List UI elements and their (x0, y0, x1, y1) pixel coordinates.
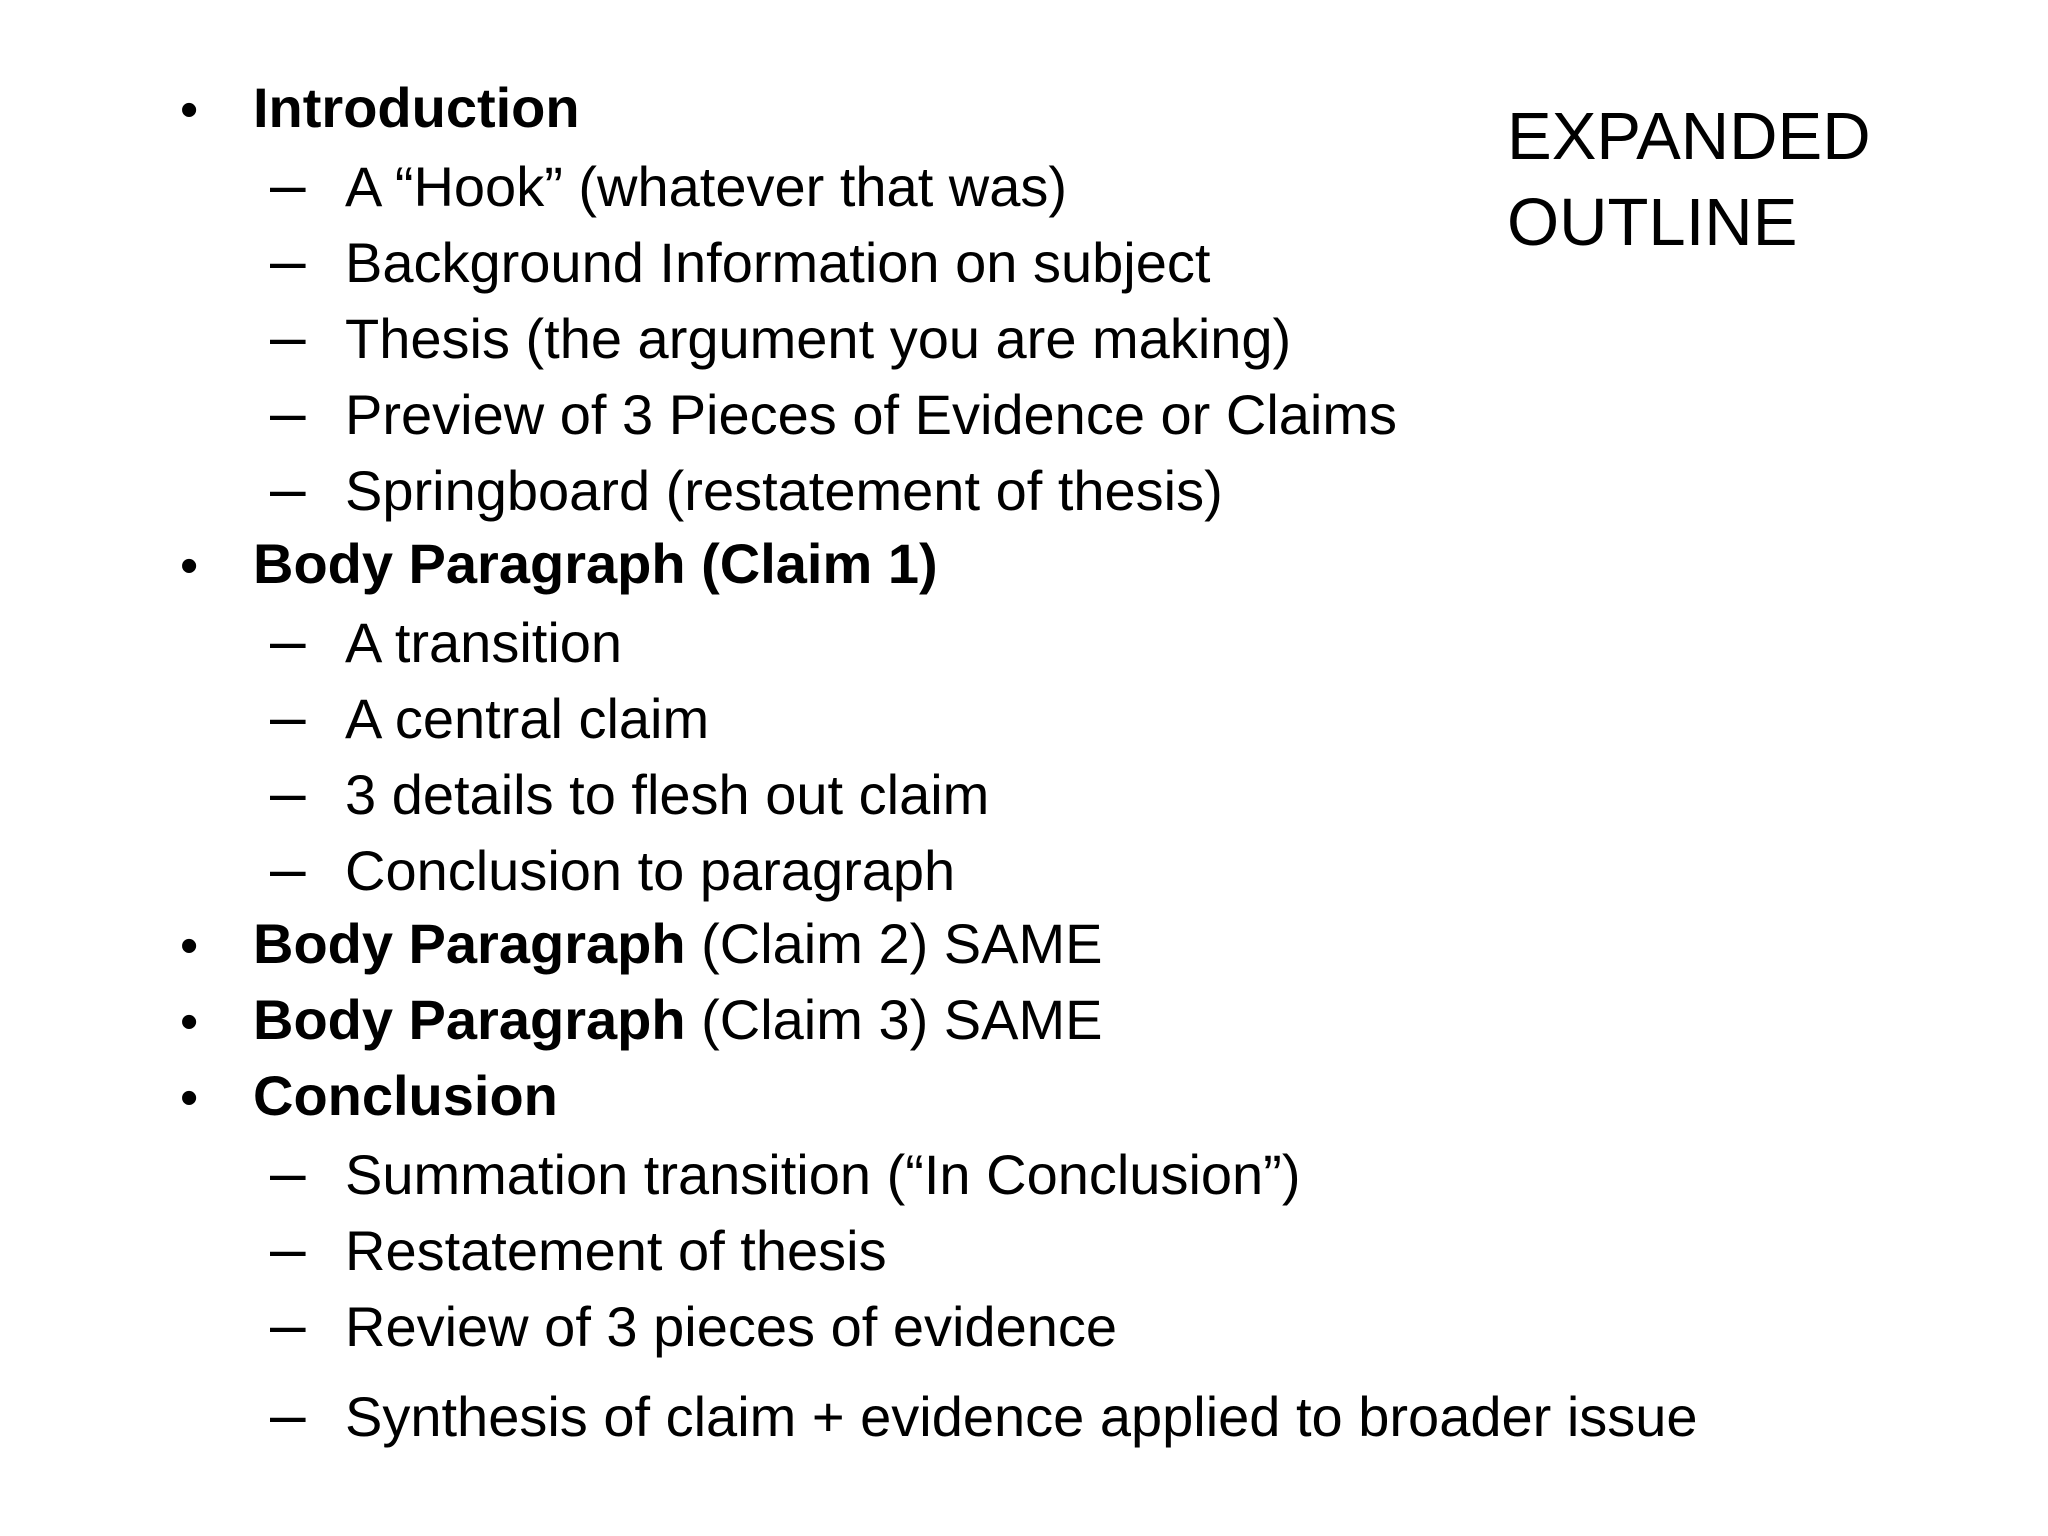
outline-subitem-text: Preview of 3 Pieces of Evidence or Claim… (345, 383, 1397, 446)
dash-icon: – (270, 604, 306, 676)
dash-icon: – (270, 1136, 306, 1208)
outline-subitem-3-details: –3 details to flesh out claim (0, 754, 2048, 830)
dash-icon: – (270, 148, 306, 220)
outline-item-text: Body Paragraph (Claim 2) SAME (253, 912, 1103, 975)
outline-subitem-text: A central claim (345, 687, 710, 750)
outline-subitem-text: A transition (345, 611, 623, 674)
bullet-icon: • (180, 993, 199, 1051)
bullet-icon: • (180, 917, 199, 975)
dash-icon: – (270, 756, 306, 828)
dash-icon: – (270, 1378, 306, 1450)
outline-subitem-review-evidence: –Review of 3 pieces of evidence (0, 1286, 2048, 1362)
outline-item-conclusion: • Conclusion (0, 1058, 2048, 1134)
dash-icon: – (270, 680, 306, 752)
dash-icon: – (270, 1212, 306, 1284)
outline-subitem-text: Restatement of thesis (345, 1219, 887, 1282)
dash-icon: – (270, 452, 306, 524)
outline-subitem-hook: –A “Hook” (whatever that was) (0, 146, 2048, 222)
bullet-icon: • (180, 537, 199, 595)
dash-icon: – (270, 376, 306, 448)
outline-item-introduction: • Introduction (0, 70, 2048, 146)
dash-icon: – (270, 1288, 306, 1360)
outline-subitem-text: Summation transition (“In Conclusion”) (345, 1143, 1301, 1206)
outline-subitem-conclusion-to-paragraph: –Conclusion to paragraph (0, 830, 2048, 906)
outline-item-text: Body Paragraph (Claim 3) SAME (253, 988, 1103, 1051)
outline-item-body-paragraph-2: • Body Paragraph (Claim 2) SAME (0, 906, 2048, 982)
outline-item-text: Introduction (253, 76, 580, 139)
outline-subitem-text: Synthesis of claim + evidence applied to… (345, 1385, 1698, 1448)
slide-title: EXPANDED OUTLINE (1507, 99, 1871, 260)
outline-subitem-text: Springboard (restatement of thesis) (345, 459, 1223, 522)
outline-subitem-text: Thesis (the argument you are making) (345, 307, 1292, 370)
outline-subitem-text: A “Hook” (whatever that was) (345, 155, 1068, 218)
dash-icon: – (270, 224, 306, 296)
outline-subitem-synthesis: –Synthesis of claim + evidence applied t… (0, 1376, 2048, 1452)
bullet-icon: • (180, 81, 199, 139)
outline-subitem-text: Review of 3 pieces of evidence (345, 1295, 1117, 1358)
outline-item-body-paragraph-3: • Body Paragraph (Claim 3) SAME (0, 982, 2048, 1058)
outline-subitem-text: Background Information on subject (345, 231, 1211, 294)
outline-subitem-restatement: –Restatement of thesis (0, 1210, 2048, 1286)
outline-item-body-paragraph-1: • Body Paragraph (Claim 1) (0, 526, 2048, 602)
outline-subitem-thesis: –Thesis (the argument you are making) (0, 298, 2048, 374)
outline-subitem-central-claim: –A central claim (0, 678, 2048, 754)
outline-subitem-text: 3 details to flesh out claim (345, 763, 990, 826)
outline-subitem-text: Conclusion to paragraph (345, 839, 956, 902)
outline-item-text: Conclusion (253, 1064, 558, 1127)
outline-item-text: Body Paragraph (Claim 1) (253, 532, 938, 595)
outline-subitem-springboard: –Springboard (restatement of thesis) (0, 450, 2048, 526)
outline-list: •Introduction –A “Hook” (whatever that w… (0, 70, 2048, 1452)
outline-subitem-transition: –A transition (0, 602, 2048, 678)
bullet-icon: • (180, 1069, 199, 1127)
dash-icon: – (270, 832, 306, 904)
outline-subitem-summation-transition: –Summation transition (“In Conclusion”) (0, 1134, 2048, 1210)
outline-subitem-preview: –Preview of 3 Pieces of Evidence or Clai… (0, 374, 2048, 450)
dash-icon: – (270, 300, 306, 372)
outline-subitem-background-info: –Background Information on subject (0, 222, 2048, 298)
